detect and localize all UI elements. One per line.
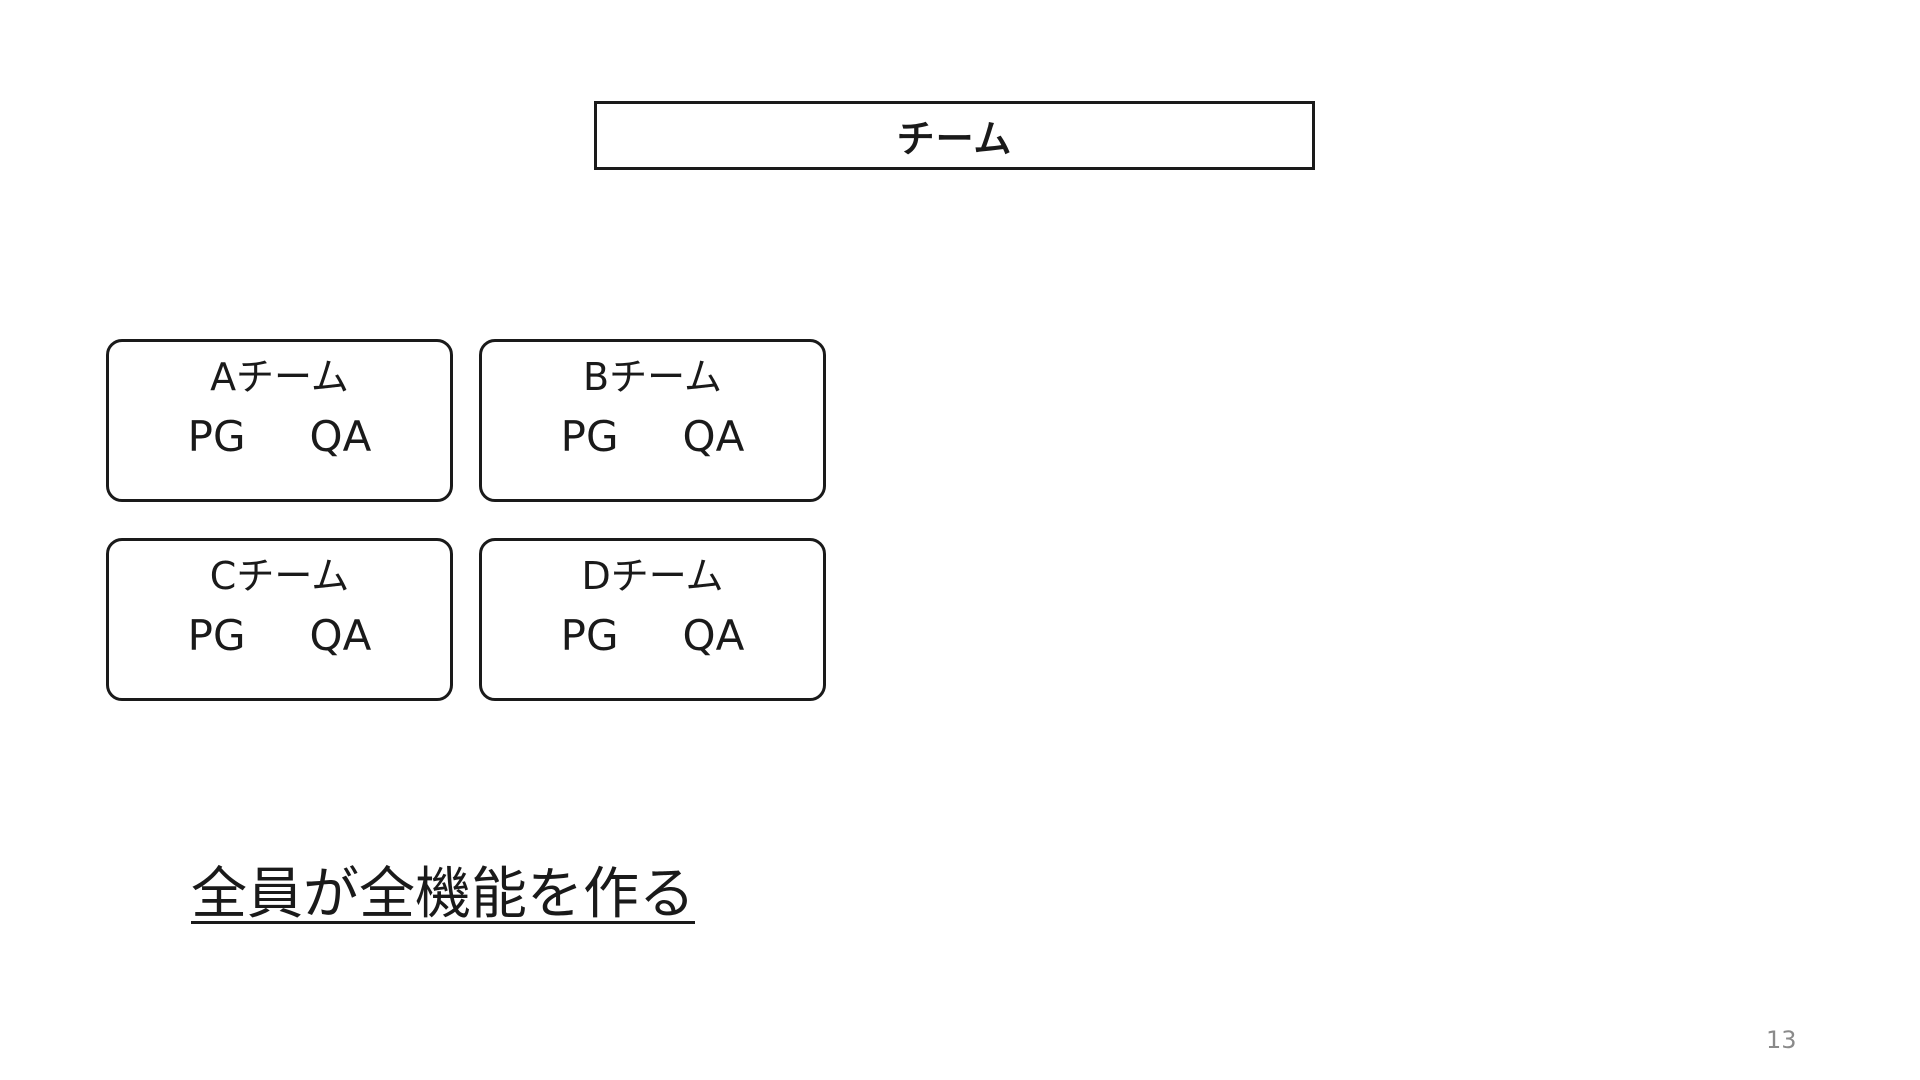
- team-name: Dチーム: [581, 554, 724, 598]
- conclusion-text: 全員が全機能を作る: [191, 862, 695, 927]
- team-card-a: Aチーム PG QA: [106, 339, 453, 502]
- team-roles: PG QA: [561, 412, 745, 462]
- role-qa: QA: [682, 412, 745, 461]
- role-pg: PG: [187, 412, 246, 461]
- team-card-c: Cチーム PG QA: [106, 538, 453, 701]
- header-title-box: チーム: [594, 101, 1315, 170]
- role-pg: PG: [560, 611, 619, 660]
- page-number: 13: [1766, 1026, 1797, 1054]
- role-pg: PG: [560, 412, 619, 461]
- team-card-b: Bチーム PG QA: [479, 339, 826, 502]
- team-name: Cチーム: [209, 554, 350, 598]
- team-card-d: Dチーム PG QA: [479, 538, 826, 701]
- team-roles: PG QA: [188, 412, 372, 462]
- header-title: チーム: [896, 117, 1013, 161]
- role-qa: QA: [682, 611, 745, 660]
- role-pg: PG: [187, 611, 246, 660]
- role-qa: QA: [309, 611, 372, 660]
- team-name: Bチーム: [583, 355, 722, 399]
- team-roles: PG QA: [188, 611, 372, 661]
- team-roles: PG QA: [561, 611, 745, 661]
- role-qa: QA: [309, 412, 372, 461]
- team-name: Aチーム: [210, 355, 349, 399]
